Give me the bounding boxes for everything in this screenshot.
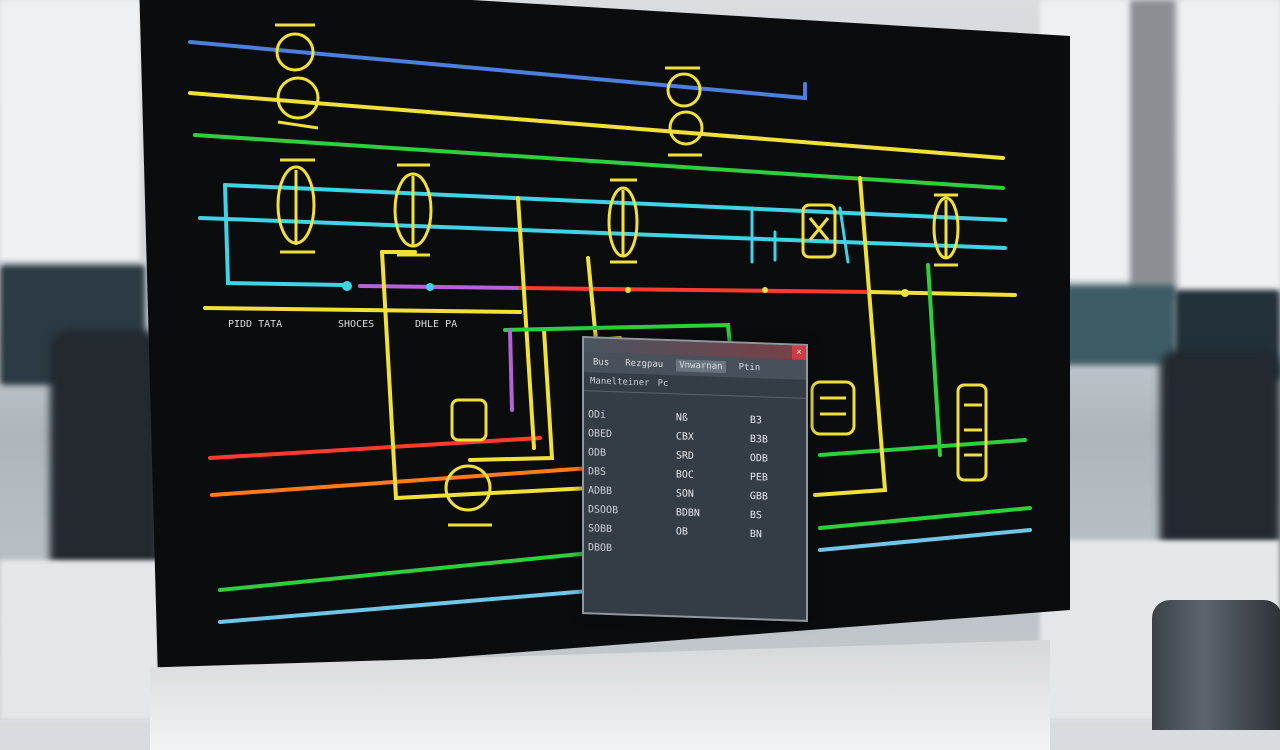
menu-item[interactable]: Bus [593,357,610,369]
menu-item[interactable]: Rezgpau [625,358,664,370]
table-cell: Nß [675,412,688,424]
background-desk [0,560,160,720]
breaker-symbol [932,193,960,267]
bus-line-red-mid [518,286,872,294]
schematic-label: SHOCES [338,319,374,330]
bus-line-yellow-left [203,306,522,314]
background-window [0,0,140,260]
breaker-symbol [607,178,639,264]
table-cell [746,544,806,565]
relay-symbol [801,203,837,259]
bus-line-yellow-top [188,91,1005,160]
bus-line-red-low [208,436,542,460]
relay-symbol [444,398,492,527]
bus-line-blue [188,40,807,101]
table-cell: BS [749,509,762,522]
table-cell: B3B [749,433,768,446]
table-cell: OB [675,526,688,538]
relay-symbol [810,380,856,436]
bus-line-green-bottom-2 [818,506,1032,530]
header-label: Manelteiner [590,376,650,389]
bus-line-cyan-bottom [218,588,602,624]
breaker-symbol [276,158,316,254]
coffee-cup [1152,600,1280,730]
close-icon[interactable]: × [792,345,806,360]
connector-yellow [380,250,592,501]
bus-line-green-bottom [218,550,602,592]
header-label: Pc [657,378,669,390]
table-cell: B3 [749,414,762,427]
bus-line-cyan-2 [198,216,1007,250]
schematic-canvas[interactable]: PIDD TATA SHOCES DHLE PA [0,0,1280,720]
table-cell: PEB [749,471,768,484]
table-cell: DBOB [588,542,613,555]
schematic-label: PIDD TATA [228,319,282,330]
connector-yellow [516,196,536,450]
bus-line-green-right [818,438,1027,457]
bus-line-green-top [193,133,1005,190]
background-monitor [1065,285,1175,365]
connector-green [503,322,732,347]
bus-line-cyan-loop [223,183,347,287]
connector-cyan [750,206,850,264]
connector-green [926,263,942,457]
connector-yellow [468,328,555,462]
table-cell: BOC [675,469,694,481]
transformer-symbol [275,23,320,130]
connector-yellow [813,176,888,497]
table-cell: BDBN [675,507,700,520]
breaker-symbol [393,163,433,257]
relay-symbol [956,383,988,482]
bus-line-cyan-bottom-2 [818,528,1032,552]
table-cell: SON [675,488,694,500]
properties-dialog[interactable]: × Bus Rezgpau Vnwarnan Ptin Manelteiner … [582,336,808,622]
bus-line-orange-low [210,466,592,497]
bus-line-purple [358,284,522,290]
table-cell [672,541,746,563]
transformer-symbol [665,66,704,157]
schematic-label: DHLE PA [415,319,457,330]
table-cell: SRD [675,450,694,462]
table-cell: GBB [749,490,768,503]
menu-item[interactable]: Vnwarnan [676,359,726,374]
connector-purple [508,328,514,412]
table-cell: CBX [675,431,694,443]
bus-line-yellow-mid [868,290,1017,297]
table-cell: ODB [749,452,768,465]
menu-item[interactable]: Ptin [738,362,761,374]
background-pillar [1130,0,1175,300]
junction-markers [342,281,909,297]
bus-line-cyan-1 [223,183,1007,222]
table-cell: BN [749,528,762,541]
background-window [1180,0,1280,290]
